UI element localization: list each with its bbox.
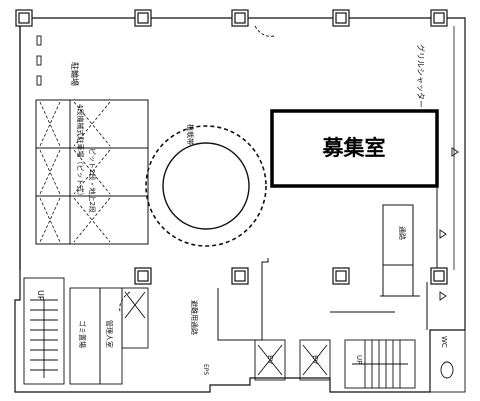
label-parking-ramp: 4段機械式駐車場（ピット式） <box>76 104 85 199</box>
label-up-right: UP <box>355 355 363 364</box>
interior-walls <box>217 258 428 341</box>
label-wc: WC <box>440 336 448 348</box>
aisle <box>382 204 414 296</box>
wc-room <box>429 329 466 393</box>
mechanical-parking <box>35 99 149 245</box>
left-stair <box>23 277 65 385</box>
label-bicycle: 駐輪場 <box>70 62 80 86</box>
label-service-path: 避難用通路 <box>190 300 199 335</box>
structural-columns <box>15 9 448 285</box>
turntable <box>145 125 267 247</box>
entrance-marks <box>439 147 459 301</box>
featured-room-label: 募集室 <box>322 136 386 160</box>
label-tenant-room: 管理人室 <box>105 320 114 348</box>
label-ev-1: EV <box>266 355 274 364</box>
service-rooms <box>69 287 149 385</box>
label-parking-spec: ピット2段・地上2段 <box>88 148 97 213</box>
elevators <box>254 339 331 381</box>
label-eps: EPS <box>202 364 209 375</box>
door-swings <box>119 25 275 313</box>
label-ev-2: EV <box>311 355 319 364</box>
label-up-left: UP <box>36 290 45 301</box>
label-shutter: グリルシャッター <box>416 44 426 108</box>
featured-room[interactable]: 募集室 <box>270 109 439 188</box>
bicycle-racks <box>36 35 42 86</box>
right-stair <box>344 339 416 389</box>
label-refuse: ゴミ置場 <box>78 320 87 348</box>
label-aisle: 通路 <box>398 226 407 240</box>
label-planter: 植栽帯 <box>186 124 195 145</box>
